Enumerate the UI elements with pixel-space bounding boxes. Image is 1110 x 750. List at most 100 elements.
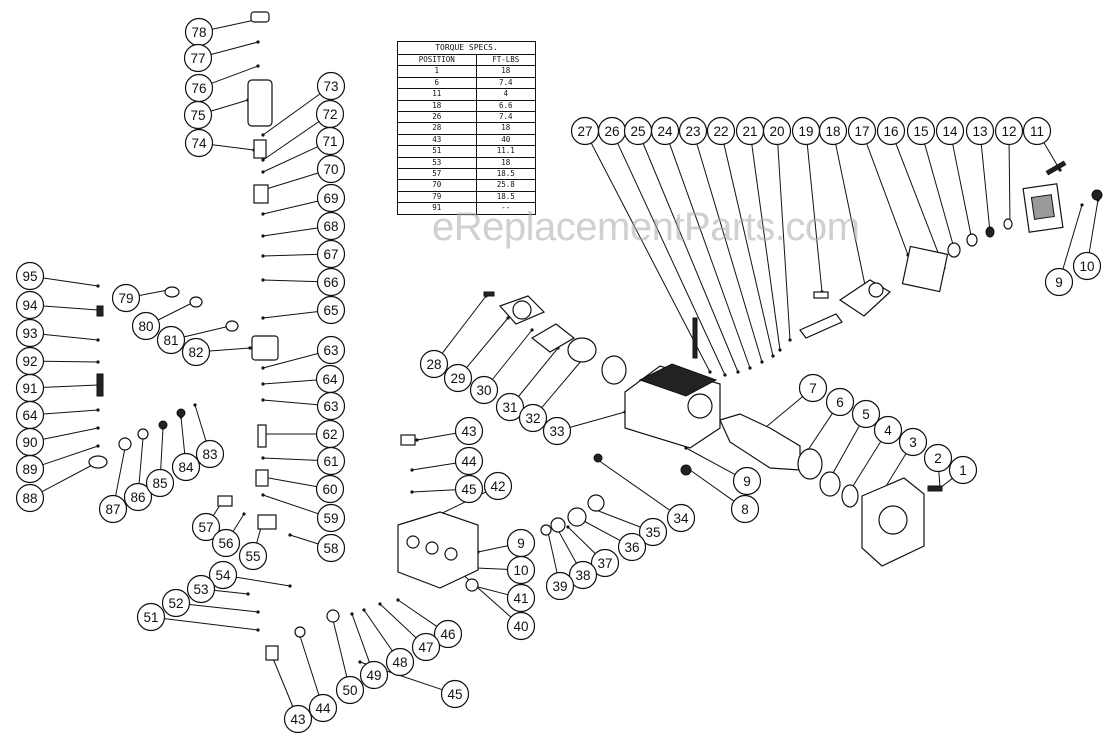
torque-cell: --	[475, 202, 537, 215]
callout-number: 61	[323, 454, 338, 469]
leader-line-43	[271, 655, 294, 707]
callout-circle	[316, 183, 346, 213]
callout-circle	[506, 555, 536, 585]
callout-number: 33	[549, 424, 564, 439]
callout-number: 76	[191, 81, 206, 96]
callout-66: 66	[316, 267, 346, 297]
leader-line-67	[262, 253, 318, 257]
leader-end-69	[261, 212, 265, 216]
callout-58: 58	[316, 533, 346, 563]
callout-10: 10	[1072, 251, 1102, 281]
callout-circle	[965, 116, 995, 146]
callout-number: 36	[624, 540, 639, 555]
table-row: 91--	[397, 202, 537, 215]
leader-end-73	[261, 133, 265, 137]
callout-12: 12	[994, 116, 1024, 146]
callout-number: 34	[673, 511, 689, 526]
leader-line-69	[262, 200, 319, 215]
callout-circle	[483, 471, 513, 501]
leader-end-68	[261, 234, 265, 238]
parts-drawing	[88, 11, 1103, 661]
leader-line-63	[262, 399, 318, 406]
leader-line-10	[1088, 199, 1099, 253]
callout-circle	[650, 116, 680, 146]
torque-cell: 18	[475, 65, 537, 78]
callout-61: 61	[316, 446, 346, 476]
leader-end-72	[261, 158, 265, 162]
callout-93: 93	[15, 318, 45, 348]
torque-cell: 18	[475, 122, 537, 135]
callout-number: 10	[513, 563, 528, 578]
callout-number: 22	[713, 124, 728, 139]
callout-number: 88	[22, 491, 37, 506]
callout-circle	[183, 100, 213, 130]
callout-number: 28	[426, 357, 441, 372]
callout-circle	[898, 427, 928, 457]
part-80-oring	[189, 296, 203, 308]
part-82-valve-body	[251, 335, 279, 361]
callout-73: 73	[316, 71, 346, 101]
callout-circle	[184, 128, 214, 158]
callout-number: 17	[854, 124, 869, 139]
leader-end-95	[96, 284, 100, 288]
callout-52: 52	[161, 588, 191, 618]
leader-line-29	[466, 317, 509, 368]
callout-57: 57	[191, 512, 221, 542]
callout-number: 9	[517, 536, 525, 551]
leader-line-91	[43, 384, 99, 388]
callout-circle	[191, 512, 221, 542]
torque-cell: 7.4	[475, 76, 537, 90]
position-cell: 28	[397, 122, 477, 135]
callout-circle	[183, 43, 213, 73]
callout-circle	[876, 116, 906, 146]
callout-number: 27	[577, 124, 592, 139]
callout-number: 78	[191, 25, 206, 40]
flange-bore	[878, 505, 908, 535]
part-81-oring	[225, 320, 239, 332]
callout-circle	[131, 311, 161, 341]
callout-circle	[171, 452, 201, 482]
leader-line-9	[685, 447, 736, 476]
leader-line-4	[847, 441, 882, 495]
leader-line-72	[262, 121, 320, 161]
callout-16: 16	[876, 116, 906, 146]
leader-end-26	[723, 373, 727, 377]
leader-end-89	[96, 444, 100, 448]
part-34-plug	[593, 453, 603, 463]
leader-end-66	[261, 278, 265, 282]
callout-number: 3	[909, 435, 917, 450]
callout-90: 90	[15, 427, 45, 457]
callout-number: 37	[597, 556, 612, 571]
callout-circle	[666, 503, 696, 533]
leader-line-15	[924, 143, 955, 249]
callout-number: 90	[22, 435, 37, 450]
leader-end-37	[566, 525, 570, 529]
leader-end-27	[708, 370, 712, 374]
leader-end-53	[246, 592, 250, 596]
leader-end-63	[261, 398, 265, 402]
callout-circle	[208, 560, 238, 590]
leader-line-77	[210, 41, 259, 55]
leader-line-25	[642, 143, 739, 373]
part-13-oring	[1003, 218, 1013, 230]
leader-line-47	[379, 603, 417, 639]
callout-77: 77	[183, 43, 213, 73]
callout-92: 92	[15, 346, 45, 376]
callout-number: 68	[323, 219, 338, 234]
torque-cell: 11.1	[475, 145, 537, 158]
leader-line-74	[212, 144, 255, 151]
callout-circle	[335, 675, 365, 705]
leader-line-49	[351, 613, 370, 663]
leader-line-83	[194, 404, 207, 442]
crankcase-bore	[687, 393, 713, 419]
callout-circle	[590, 548, 620, 578]
leader-line-18	[835, 144, 867, 291]
leader-line-17	[866, 143, 909, 256]
callout-28: 28	[419, 349, 449, 379]
part-88-fitting	[88, 455, 108, 469]
callout-number: 46	[440, 627, 455, 642]
callout-21: 21	[735, 116, 765, 146]
leader-end-65	[261, 316, 265, 320]
